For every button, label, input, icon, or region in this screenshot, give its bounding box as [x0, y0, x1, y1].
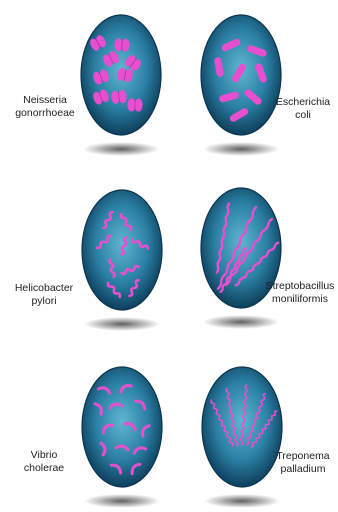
- label-line: cholerae: [14, 462, 74, 475]
- dish-shadow: [203, 315, 279, 329]
- label-line: Streptobacillus: [262, 280, 338, 293]
- dish-shadow: [83, 142, 159, 156]
- dish-ellipse: [82, 367, 162, 487]
- dish-shadow: [203, 142, 279, 156]
- dish-ellipse: [202, 367, 282, 487]
- dish-shadow: [204, 494, 280, 507]
- dish-vibrio-cholerae: [82, 367, 162, 507]
- label-line: palladium: [272, 463, 334, 476]
- label-line: Helicobacter: [8, 282, 80, 295]
- label-vibrio-cholerae: Vibrio cholerae: [14, 449, 74, 475]
- label-line: Neisseria: [12, 94, 78, 107]
- label-escherichia-coli: Escherichia coli: [272, 96, 334, 122]
- label-line: pylori: [8, 295, 80, 308]
- label-line: coli: [272, 109, 334, 122]
- dish-escherichia-coli: [201, 15, 281, 156]
- label-line: moniliformis: [262, 293, 338, 306]
- dish-shadow: [84, 494, 160, 507]
- label-helicobacter-pylori: Helicobacter pylori: [8, 282, 80, 308]
- dish-helicobacter-pylori: [82, 190, 162, 331]
- diplococcus: [114, 38, 130, 52]
- label-line: Vibrio: [14, 449, 74, 462]
- label-line: gonorrhoeae: [12, 107, 78, 120]
- label-neisseria-gonorrhoeae: Neisseria gonorrhoeae: [12, 94, 78, 120]
- dish-treponema-palladium: [202, 367, 282, 507]
- label-treponema-palladium: Treponema palladium: [272, 450, 334, 476]
- label-line: Escherichia: [272, 96, 334, 109]
- dish-shadow: [84, 317, 160, 331]
- label-streptobacillus-moniliformis: Streptobacillus moniliformis: [262, 280, 338, 306]
- dish-neisseria-gonorrhoeae: [81, 15, 161, 156]
- label-line: Treponema: [272, 450, 334, 463]
- dish-streptobacillus-moniliformis: [201, 188, 281, 329]
- diplococcus: [127, 98, 143, 112]
